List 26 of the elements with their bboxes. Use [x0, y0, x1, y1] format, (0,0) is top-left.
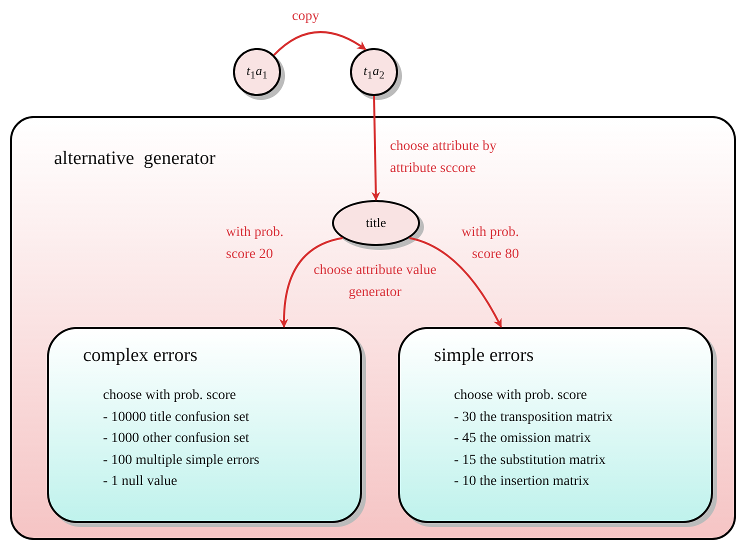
list-item: - 10 the insertion matrix: [454, 473, 590, 491]
arrow: [409, 237, 502, 328]
box-heading: simple errors: [434, 345, 535, 367]
group-title: alternative generator: [54, 148, 216, 170]
list-item: - 1000 other confusion set: [103, 430, 250, 448]
node-label: t$_{1}$a$_{2}$: [364, 62, 384, 82]
list-item: - 10000 title confusion set: [103, 408, 250, 426]
edge-label: choose attribute by attribute sccore: [390, 138, 498, 178]
node-label: t$_{1}$a$_{1}$: [246, 62, 268, 82]
list-item: choose with prob. score: [103, 387, 237, 405]
list-item: - 100 multiple simple errors: [103, 452, 260, 470]
arrow: [273, 31, 366, 56]
edge-label: with prob. score 20: [226, 224, 285, 264]
list-item: - 30 the transposition matrix: [454, 408, 614, 426]
arrow: [371, 96, 380, 201]
list-item: choose with prob. score: [454, 387, 588, 405]
arrow: [280, 237, 343, 328]
list-item: - 15 the substitution matrix: [454, 452, 607, 470]
list-item: - 1 null value: [103, 473, 178, 491]
box-heading: complex errors: [83, 345, 198, 367]
note-label: choose attribute value generator: [312, 262, 438, 302]
node-label: title: [366, 215, 386, 231]
list-item: - 45 the omission matrix: [454, 430, 592, 448]
group-container: [10, 116, 736, 540]
edge-label: with prob. score 80: [460, 224, 519, 264]
edge-label: copy: [292, 8, 320, 26]
